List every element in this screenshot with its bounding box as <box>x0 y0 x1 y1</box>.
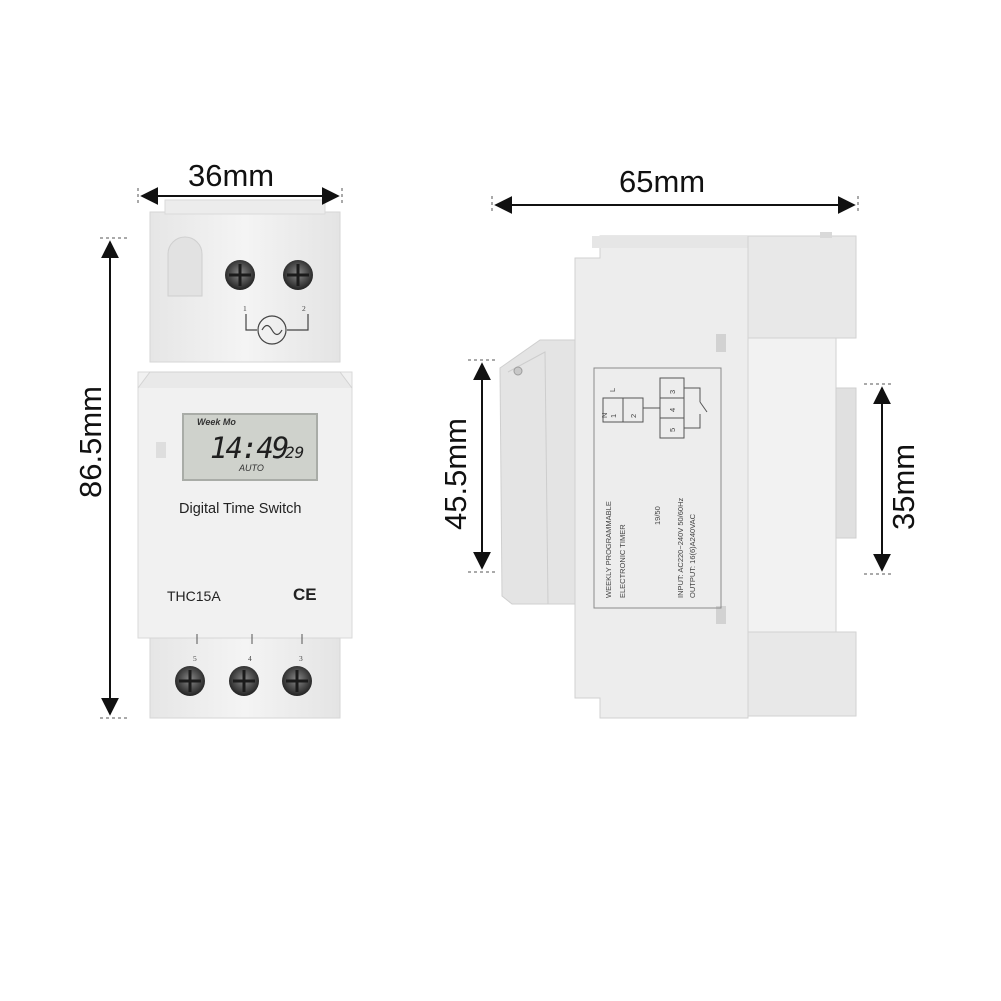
label-date-code: 19/50 <box>653 506 662 525</box>
ce-mark: CE <box>293 585 317 604</box>
model-number: THC15A <box>167 588 221 604</box>
diagram-pin-1: 1 <box>609 414 618 418</box>
lcd-seconds: 29 <box>285 443 304 462</box>
lcd-mode: AUTO <box>238 463 264 473</box>
diagram-pin-3: 3 <box>668 390 677 394</box>
front-view: 1 2 Week Mo 14:49 29 AUTO Digital Time S… <box>137 199 353 719</box>
label-title-weekly: WEEKLY PROGRAMMABLE <box>604 501 613 598</box>
diagram-pin-n: N <box>600 413 609 418</box>
wiring-diagram <box>602 377 708 439</box>
screw-terminal-1 <box>225 260 255 290</box>
label-output-spec: OUTPUT: 16(6)A240VAC <box>688 513 697 598</box>
side-front-lip <box>499 339 576 605</box>
dim-side-face-height-label: 45.5mm <box>438 418 473 530</box>
lcd-time: 14:49 <box>210 431 288 465</box>
dim-side-depth-label: 65mm <box>619 164 705 199</box>
label-title-electronic: ELECTRONIC TIMER <box>618 524 627 598</box>
side-view: N L 1 2 3 4 5 WEEKLY PROGRAMMABLE ELECTR… <box>499 232 857 719</box>
side-main-panel <box>574 235 749 719</box>
ac-source-icon <box>245 314 309 345</box>
label-input-spec: INPUT: AC220~240V 50/60Hz <box>676 497 685 598</box>
terminal-label-4: 4 <box>248 654 252 663</box>
lcd-screen <box>182 413 318 481</box>
terminal-label-2: 2 <box>302 304 306 313</box>
dimension-front-height: 86.5mm <box>73 237 128 719</box>
wire-slot <box>167 236 203 297</box>
diagram-pin-5: 5 <box>668 428 677 432</box>
dim-front-width-label: 36mm <box>188 158 274 193</box>
lcd-day-label: Week Mo <box>197 417 236 427</box>
terminal-label-5: 5 <box>193 654 197 663</box>
screw-terminal-5 <box>175 666 205 696</box>
diagram-pin-2: 2 <box>629 414 638 418</box>
diagram-pin-4: 4 <box>668 408 677 412</box>
dimension-side-face-height: 45.5mm <box>438 359 498 573</box>
terminal-label-1: 1 <box>243 304 247 313</box>
screw-terminal-3 <box>282 666 312 696</box>
dimension-side-depth: 65mm <box>491 164 859 214</box>
screw-terminal-4 <box>229 666 259 696</box>
side-rear-section <box>747 235 857 339</box>
dim-front-height-label: 86.5mm <box>73 386 108 498</box>
diagram-pin-l: L <box>608 388 617 392</box>
terminal-label-3: 3 <box>299 654 303 663</box>
dimension-front-width: 36mm <box>137 158 343 206</box>
dimension-rail-height: 35mm <box>864 383 921 575</box>
product-name: Digital Time Switch <box>179 501 301 517</box>
dim-rail-height-label: 35mm <box>886 444 921 530</box>
screw-terminal-2 <box>283 260 313 290</box>
side-label-border <box>593 367 722 609</box>
